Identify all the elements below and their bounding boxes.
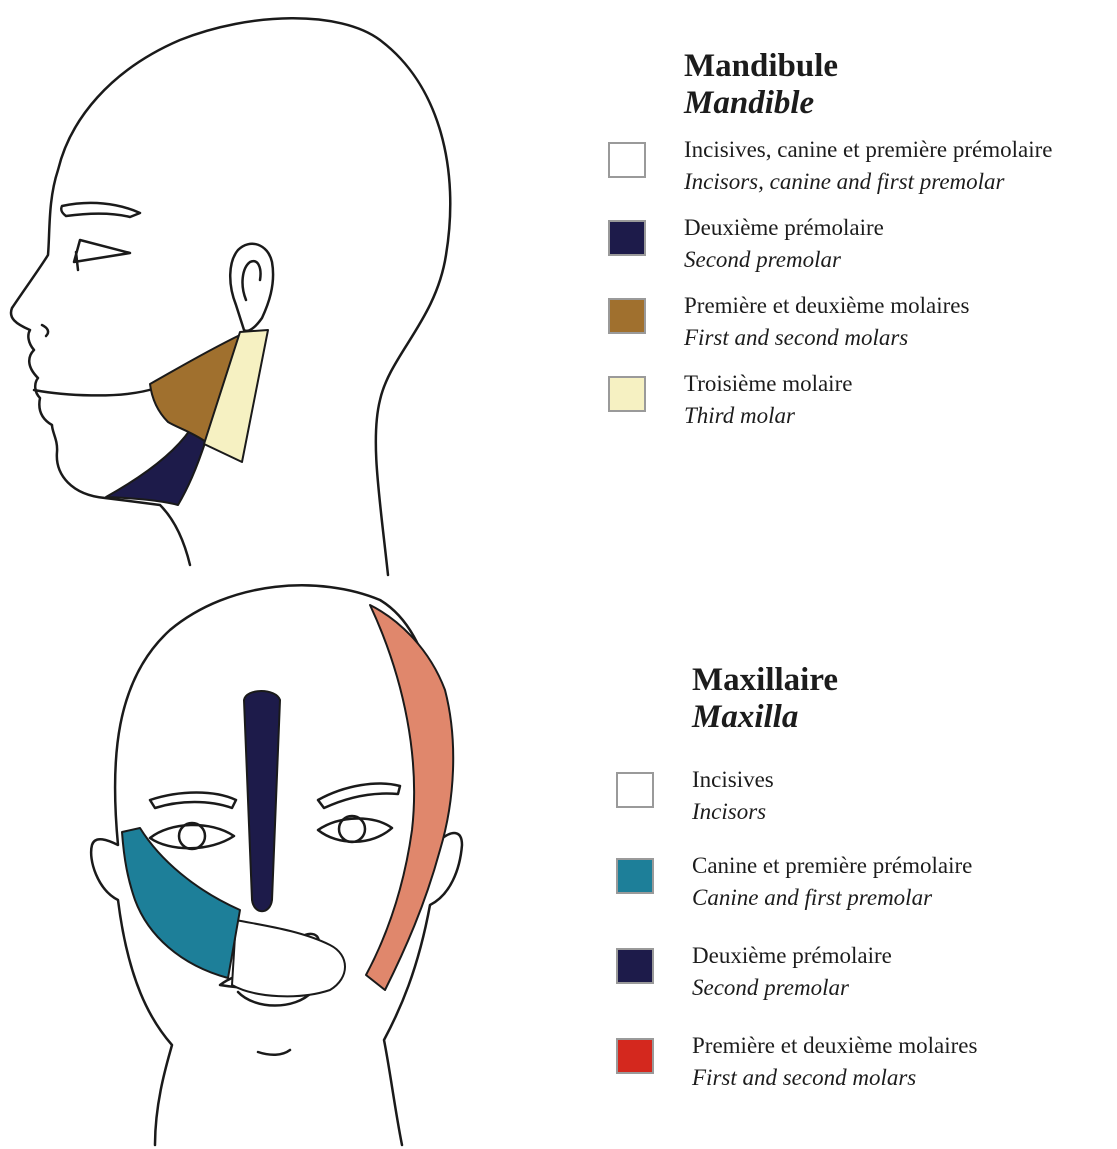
legend-swatch-canine-first-premolar [616, 858, 654, 894]
profile-head [11, 18, 450, 575]
legend-swatch-third-molar [608, 376, 646, 412]
maxilla-legend-item: Première et deuxième molaires First and … [616, 1030, 838, 1108]
legend-label-en: Second premolar [684, 244, 884, 276]
legend-label-en: Incisors, canine and first premolar [684, 166, 1052, 198]
region-maxilla-second-premolar [244, 691, 280, 911]
profile-eyebrow [61, 203, 140, 217]
frontal-left-iris [179, 823, 205, 849]
frontal-right-eye [318, 818, 392, 841]
legend-label-fr: Deuxième prémolaire [684, 212, 884, 244]
frontal-left-eye [150, 825, 234, 848]
profile-nostril [42, 325, 48, 336]
legend-swatch-second-premolar [616, 948, 654, 984]
mandible-legend-title: Mandibule [684, 48, 838, 84]
region-maxilla-molars [366, 605, 453, 990]
frontal-left-eyebrow [150, 793, 236, 809]
mandible-legend-item: Deuxième prémolaire Second premolar [608, 212, 838, 290]
mandible-legend: Mandibule Mandible Incisives, canine et … [608, 48, 838, 446]
frontal-chin-line [258, 1050, 290, 1055]
legend-label-fr: Incisives [692, 764, 774, 796]
legend-label-fr: Incisives, canine et première prémolaire [684, 134, 1052, 166]
legend-swatch-first-second-molars [616, 1038, 654, 1074]
maxilla-legend-item: Deuxième prémolaire Second premolar [616, 940, 838, 1030]
mandible-legend-item: Première et deuxième molaires First and … [608, 290, 838, 368]
legend-label-fr: Deuxième prémolaire [692, 940, 892, 972]
profile-mouth-line [34, 388, 156, 395]
legend-label-fr: Troisième molaire [684, 368, 852, 400]
maxilla-legend-subtitle: Maxilla [692, 698, 838, 736]
region-maxilla-canine-first-premolar [122, 828, 240, 978]
legend-swatch-first-second-molars [608, 298, 646, 334]
mandible-legend-item: Troisième molaire Third molar [608, 368, 838, 446]
legend-label-en: Third molar [684, 400, 852, 432]
legend-label-fr: Canine et première prémolaire [692, 850, 972, 882]
legend-swatch-second-premolar [608, 220, 646, 256]
region-incisors [232, 920, 345, 996]
legend-label-en: Incisors [692, 796, 774, 828]
legend-label-fr: Première et deuxième molaires [692, 1030, 977, 1062]
region-mandible-second-premolar [106, 430, 206, 505]
maxilla-legend: Maxillaire Maxilla Incisives Incisors Ca… [616, 662, 838, 1108]
mandible-regions [106, 330, 268, 505]
maxilla-legend-title: Maxillaire [692, 662, 838, 698]
mandible-legend-item: Incisives, canine et première prémolaire… [608, 134, 838, 212]
legend-label-en: Canine and first premolar [692, 882, 972, 914]
legend-label-en: First and second molars [692, 1062, 977, 1094]
profile-eye [74, 240, 130, 270]
maxilla-legend-item: Canine et première prémolaire Canine and… [616, 850, 838, 940]
legend-swatch-incisors [616, 772, 654, 808]
legend-label-fr: Première et deuxième molaires [684, 290, 969, 322]
profile-ear [230, 244, 273, 331]
profile-head-outline [11, 18, 450, 575]
maxilla-legend-item: Incisives Incisors [616, 764, 838, 850]
frontal-right-eyebrow [318, 784, 400, 808]
mandible-legend-subtitle: Mandible [684, 84, 838, 122]
legend-label-en: Second premolar [692, 972, 892, 1004]
legend-swatch-incisors-canine-first-premolar [608, 142, 646, 178]
legend-label-en: First and second molars [684, 322, 969, 354]
